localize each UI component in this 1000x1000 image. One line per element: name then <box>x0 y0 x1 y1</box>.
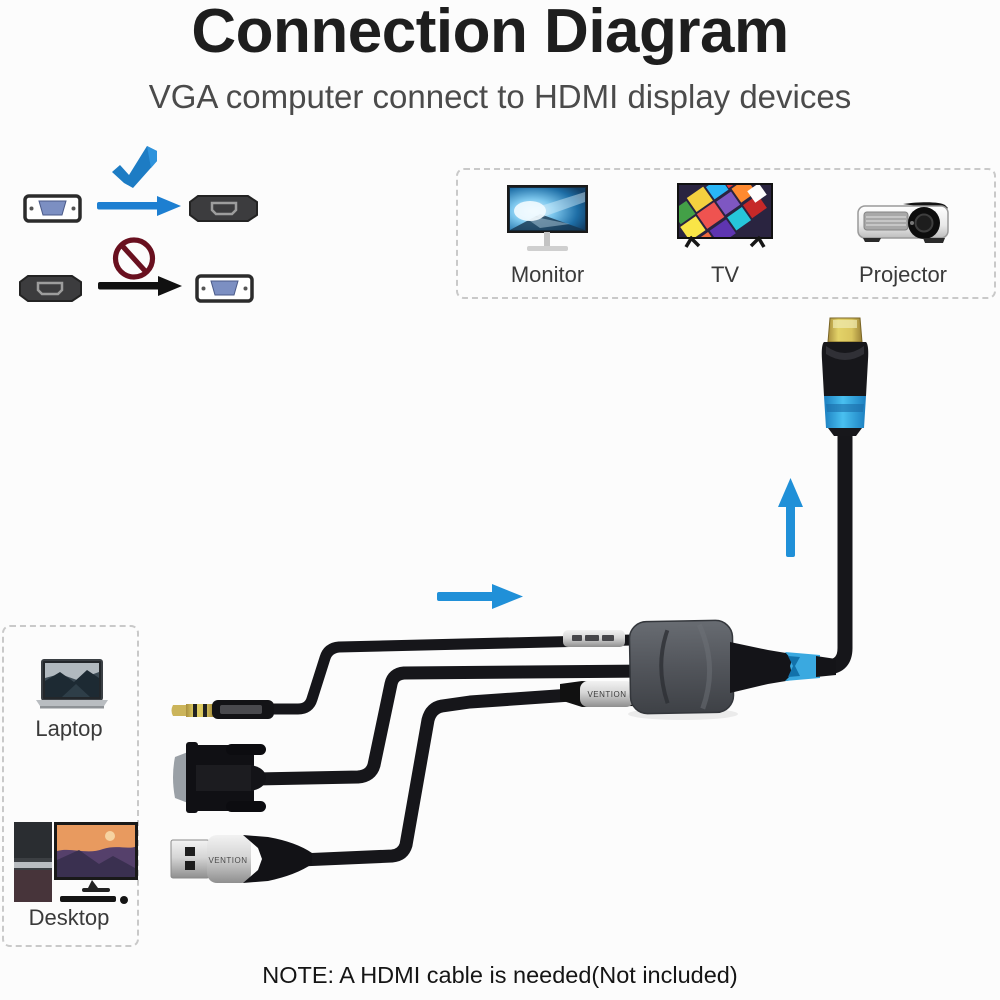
svg-text:VENTION: VENTION <box>208 856 247 865</box>
svg-text:VENTION: VENTION <box>587 690 626 699</box>
